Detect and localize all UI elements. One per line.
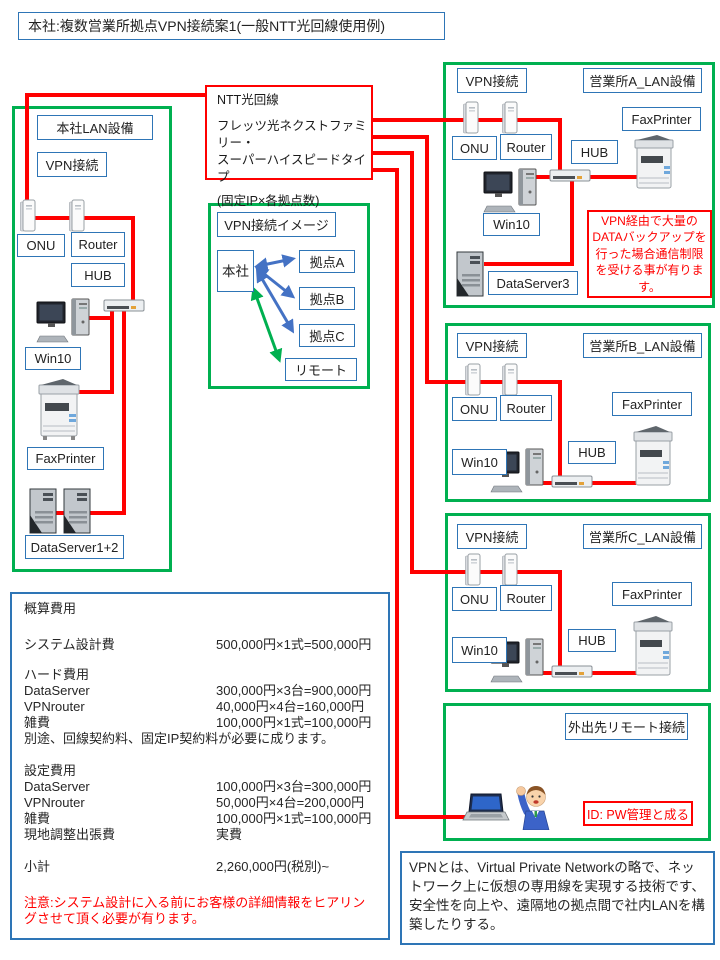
office-a-hub-switch-icon [549,169,591,182]
office-c-title: 営業所C_LAN設備 [583,524,702,549]
estimate-title-row: 概算費用 [24,601,376,617]
office-b-onu-label: ONU [452,397,497,421]
vpn-image-title: VPN接続イメージ [217,212,336,237]
remote-id-note: ID: PW管理と成る [583,801,693,826]
office-c-vpn-label: VPN接続 [457,524,527,549]
vpn-image-hq-node: 本社 [217,250,254,292]
office-c-onu-label: ONU [452,587,497,611]
office-c-hub-label: HUB [568,629,616,652]
office-a-win10-label: Win10 [483,213,540,236]
office-b-onu-modem-icon [465,363,481,396]
office-c-router-label: Router [500,585,552,611]
office-a-title: 営業所A_LAN設備 [583,68,702,93]
office-b-hub-switch-icon [551,475,593,488]
estimate-row: 別途、回線契約料、固定IP契約料が必要に成ります。 [24,731,334,746]
hq-hub-switch-icon [103,299,145,312]
office-b-router-modem-icon [502,363,518,396]
office-c-hub-switch-icon [551,665,593,678]
hq-faxprinter-label: FaxPrinter [27,447,104,470]
office-c-onu-modem-icon [465,553,481,586]
estimate-row: 設定費用 [24,763,77,778]
office-a-vpn-label: VPN接続 [457,68,527,93]
remote-title: 外出先リモート接続 [565,713,688,740]
vpn-image-site-c: 拠点C [299,324,355,347]
estimate-row: ハード費用 [24,667,90,682]
ntt-service-line2: スーパーハイスピードタイプ [217,153,367,184]
vpn-image-site-b: 拠点B [299,287,355,310]
vpn-image-box [208,203,370,389]
hq-router-modem-icon [69,199,85,232]
office-a-hub-label: HUB [571,140,618,164]
office-c-router-modem-icon [502,553,518,586]
office-c-win10-label: Win10 [452,637,507,663]
office-a-server-icon [456,251,484,297]
office-b-win10-label: Win10 [452,449,507,475]
ntt-ip-note: (固定IP×各拠点数) [217,194,320,208]
remote-person-icon [516,786,550,830]
office-c-copier-icon [633,616,673,676]
office-a-dataserver-label: DataServer3 [488,271,578,295]
hq-onu-label: ONU [17,234,65,257]
office-a-warning-note: VPN経由で大量のDATAバックアップを行った場合通信制限を受ける事が有ります。 [587,210,712,298]
office-c-faxprinter-label: FaxPrinter [612,582,692,606]
hq-hub-label: HUB [71,263,125,287]
office-a-faxprinter-label: FaxPrinter [622,107,701,131]
hq-router-label: Router [71,232,125,257]
ntt-title: NTT光回線 [217,93,279,107]
hq-server-towers-icon [29,488,91,534]
hq-desktop-pc-icon [36,298,90,343]
vpn-image-remote: リモート [285,358,357,381]
vpn-image-site-a: 拠点A [299,250,355,273]
vpn-definition-note: VPNとは、Virtual Private Networkの略で、ネットワーク上… [400,851,715,945]
office-b-router-label: Router [500,395,552,421]
estimate-row: 現地調整出張費実費 [24,827,243,842]
office-a-onu-modem-icon [463,101,479,134]
office-b-hub-label: HUB [568,441,616,464]
office-b-vpn-label: VPN接続 [457,333,527,358]
estimate-warning: 注意:システム設計に入る前にお客様の詳細情報をヒアリングさせて頂く必要が有ります… [24,895,366,926]
hq-vpn-label: VPN接続 [37,152,107,177]
hq-dataserver-label: DataServer1+2 [25,535,124,559]
office-a-onu-label: ONU [452,136,497,160]
office-b-faxprinter-label: FaxPrinter [612,392,692,416]
estimate-title: 概算費用 [24,601,77,616]
office-a-router-label: Router [500,134,552,160]
remote-laptop-icon [462,793,510,821]
office-a-copier-icon [634,135,674,189]
page-title: 本社:複数営業所拠点VPN接続案1(一般NTT光回線使用例) [18,12,445,40]
hq-win10-label: Win10 [25,347,81,370]
office-a-router-modem-icon [502,101,518,134]
hq-onu-modem-icon [20,199,36,232]
office-b-title: 営業所B_LAN設備 [583,333,702,358]
office-a-desktop-pc-icon [483,168,537,213]
hq-lan-title: 本社LAN設備 [37,115,153,140]
ntt-service-line1: フレッツ光ネクストファミリー・ [217,119,367,150]
office-b-copier-icon [633,426,673,486]
hq-copier-icon [38,379,80,440]
ntt-line-box: NTT光回線 フレッツ光ネクストファミリー・ スーパーハイスピードタイプ (固定… [205,85,373,208]
